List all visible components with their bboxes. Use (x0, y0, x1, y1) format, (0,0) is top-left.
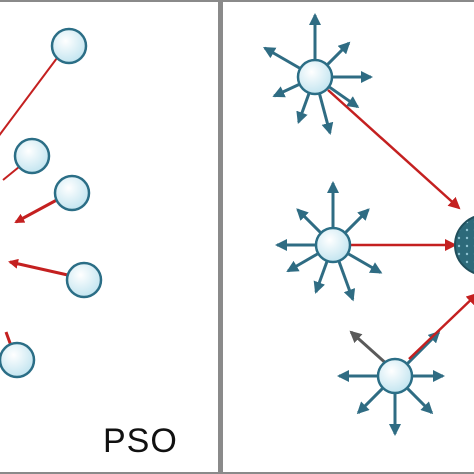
left-panel-pso: PSO (0, 0, 220, 474)
pso-arrow-1 (0, 49, 64, 136)
exploration-ray-arrow (272, 83, 300, 98)
exploration-ray-arrow (296, 208, 322, 234)
global-best-target (454, 216, 474, 274)
exploration-rays (263, 13, 445, 436)
exploration-ray-arrow (356, 387, 384, 415)
exploration-ray-arrow (406, 330, 441, 365)
exploration-ray-arrow (337, 261, 356, 302)
exploration-ray-arrow (263, 46, 301, 70)
pso-particle (0, 341, 36, 379)
exploration-ray-arrow (347, 252, 383, 274)
exploration-ray-arrow (313, 261, 329, 294)
move-arrow-3 (408, 292, 474, 360)
right-panel (221, 0, 474, 474)
swarm-particle (376, 357, 414, 395)
pso-particle (53, 174, 91, 212)
pso-particle (13, 137, 51, 175)
exploration-ray-arrow (286, 252, 319, 273)
exploration-ray-arrow (296, 93, 311, 124)
exploration-ray-arrow (406, 387, 434, 415)
pso-particle (50, 27, 88, 65)
exploration-ray-arrow (318, 93, 334, 135)
swarm-diagram (263, 13, 474, 436)
exploration-ray-arrow (326, 41, 351, 66)
pso-particle (65, 261, 103, 299)
exploration-ray-arrow (344, 208, 370, 234)
swarm-particle (296, 58, 334, 96)
move-arrow-1 (327, 89, 461, 210)
pso-label: PSO (103, 422, 178, 460)
exploration-ray-arrow (328, 86, 360, 109)
pso-diagram (0, 27, 103, 379)
gray-arrow (349, 330, 391, 368)
swarm-particle (314, 226, 352, 264)
